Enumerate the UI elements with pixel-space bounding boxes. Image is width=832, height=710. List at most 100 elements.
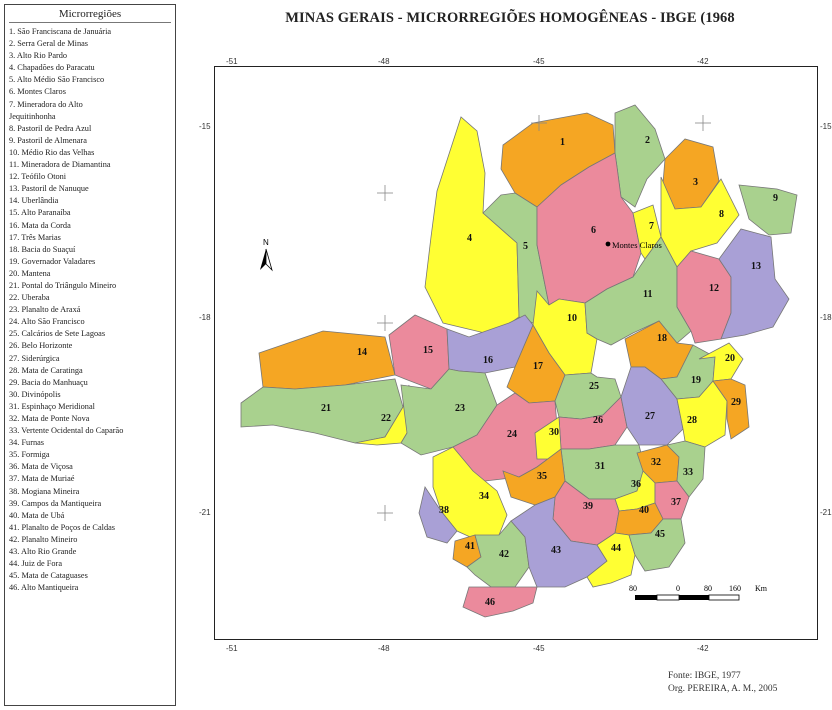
region-45[interactable] — [628, 518, 686, 572]
legend-item: 1. São Franciscana de Januária — [9, 27, 112, 36]
region-label-22: 22 — [381, 413, 391, 424]
region-label-23: 23 — [455, 403, 465, 414]
legend-item: 33. Vertente Ocidental do Caparão — [9, 426, 124, 436]
legend-item: 41. Planalto de Poços de Caldas — [9, 522, 115, 532]
region-label-43: 43 — [551, 545, 561, 556]
region-38[interactable] — [418, 486, 458, 544]
region-label-20: 20 — [725, 353, 735, 364]
legend-item: 2. Serra Geral de Minas — [9, 39, 89, 49]
lat-tick-left-2: -18 — [199, 313, 211, 322]
lon-tick-top-3: -45 — [533, 57, 545, 66]
legend-item: 38. Mogiana Mineira — [9, 486, 80, 496]
region-label-4: 4 — [467, 233, 472, 244]
legend-panel: Microrregiões 1. São Franciscana de Janu… — [4, 4, 176, 706]
legend-item: 22. Uberaba — [9, 293, 50, 303]
region-label-27: 27 — [645, 411, 655, 422]
region-label-46: 46 — [485, 597, 495, 608]
region-label-24: 24 — [507, 429, 517, 440]
legend-item: 15. Alto Paranaíba — [9, 208, 71, 218]
region-label-18: 18 — [657, 333, 667, 344]
legend-item: 34. Furnas — [9, 438, 45, 448]
region-2[interactable] — [614, 104, 666, 208]
graticule — [377, 115, 711, 521]
lon-tick-top-2: -48 — [378, 57, 390, 66]
scale-label-3: 160 — [729, 584, 741, 593]
legend-list: 1. São Franciscana de Januária 2. Serra G… — [9, 26, 171, 594]
legend-item: 14. Uberlândia — [9, 196, 59, 206]
scale-label-1: 0 — [676, 584, 680, 593]
region-label-17: 17 — [533, 361, 543, 372]
lat-tick-left-3: -21 — [199, 508, 211, 517]
scale-label-0: 80 — [629, 584, 637, 593]
region-44[interactable] — [586, 532, 636, 588]
region-46[interactable] — [462, 586, 538, 618]
region-label-28: 28 — [687, 415, 697, 426]
scale-label-4: Km — [755, 584, 768, 593]
region-9[interactable] — [738, 184, 798, 236]
region-label-8: 8 — [719, 209, 724, 220]
legend-item: 43. Alto Rio Grande — [9, 547, 77, 557]
region-label-10: 10 — [567, 313, 577, 324]
region-label-41: 41 — [465, 541, 475, 552]
region-13[interactable] — [718, 228, 790, 340]
region-label-12: 12 — [709, 283, 719, 294]
region-label-13: 13 — [751, 261, 761, 272]
legend-item: 32. Mata de Ponte Nova — [9, 414, 90, 423]
region-label-19: 19 — [691, 375, 701, 386]
region-label-38: 38 — [439, 505, 449, 516]
legend-title: Microrregiões — [9, 8, 171, 23]
region-label-26: 26 — [593, 415, 603, 426]
legend-item: 30. Divinópolis — [9, 389, 61, 399]
legend-item: 37. Mata de Muriaé — [9, 474, 75, 484]
map-title: MINAS GERAIS - MICRORREGIÕES HOMOGÊNEAS … — [285, 10, 735, 26]
region-label-25: 25 — [589, 381, 599, 392]
legend-item: 19. Governador Valadares — [9, 256, 96, 266]
legend-item: 31. Espinhaço Meridional — [9, 401, 95, 411]
region-28[interactable] — [676, 380, 728, 448]
region-label-32: 32 — [651, 457, 661, 468]
region-33[interactable] — [666, 440, 706, 498]
region-label-6: 6 — [591, 225, 596, 236]
legend-item: 4. Chapadões do Paracatu — [9, 63, 95, 73]
legend-item: 24. Alto São Francisco — [9, 317, 85, 327]
legend-item: 7. Mineradora do Alto — [9, 99, 83, 109]
credits-source: Fonte: IBGE, 1977 — [668, 671, 741, 681]
legend-item: 8. Pastoril de Pedra Azul — [9, 123, 92, 133]
region-label-30: 30 — [549, 427, 559, 438]
legend-item: 5. Alto Médio São Francisco — [9, 75, 105, 85]
legend-item: 27. Siderúrgica — [9, 353, 60, 363]
region-label-1: 1 — [560, 137, 565, 148]
region-label-40: 40 — [639, 505, 649, 516]
lon-tick-top-1: -51 — [226, 57, 238, 66]
region-29[interactable] — [712, 378, 750, 440]
legend-item: 26. Belo Horizonte — [9, 341, 73, 351]
region-label-36: 36 — [631, 479, 641, 490]
region-14[interactable] — [258, 330, 396, 390]
legend-item: 44. Juiz de Fora — [9, 559, 62, 569]
lat-tick-right-1: -15 — [820, 122, 832, 131]
legend-item: 12. Teófilo Otoni — [9, 172, 67, 182]
north-label: N — [263, 238, 269, 247]
lat-tick-left-1: -15 — [199, 122, 211, 131]
legend-item: 11. Mineradora de Diamantina — [9, 160, 111, 170]
region-label-7: 7 — [649, 221, 654, 232]
legend-item: 23. Planalto de Araxá — [9, 305, 81, 315]
north-arrow: N — [260, 238, 273, 272]
region-label-5: 5 — [523, 241, 528, 252]
region-label-39: 39 — [583, 501, 593, 512]
legend-item: 29. Bacia do Manhuaçu — [9, 377, 88, 387]
legend-item: 10. Médio Rio das Velhas — [9, 147, 95, 157]
region-label-45: 45 — [655, 529, 665, 540]
region-15[interactable] — [388, 314, 450, 390]
legend-item: 25. Calcários de Sete Lagoas — [9, 329, 106, 339]
lon-tick-top-4: -42 — [697, 57, 709, 66]
montes-claros-label: Montes Claros — [612, 240, 662, 250]
legend-item: 39. Campos da Mantiqueira — [9, 498, 102, 508]
legend-item: 17. Três Marias — [9, 232, 61, 242]
lon-tick-bottom-1: -51 — [226, 644, 238, 653]
region-label-44: 44 — [611, 543, 621, 554]
region-label-29: 29 — [731, 397, 741, 408]
